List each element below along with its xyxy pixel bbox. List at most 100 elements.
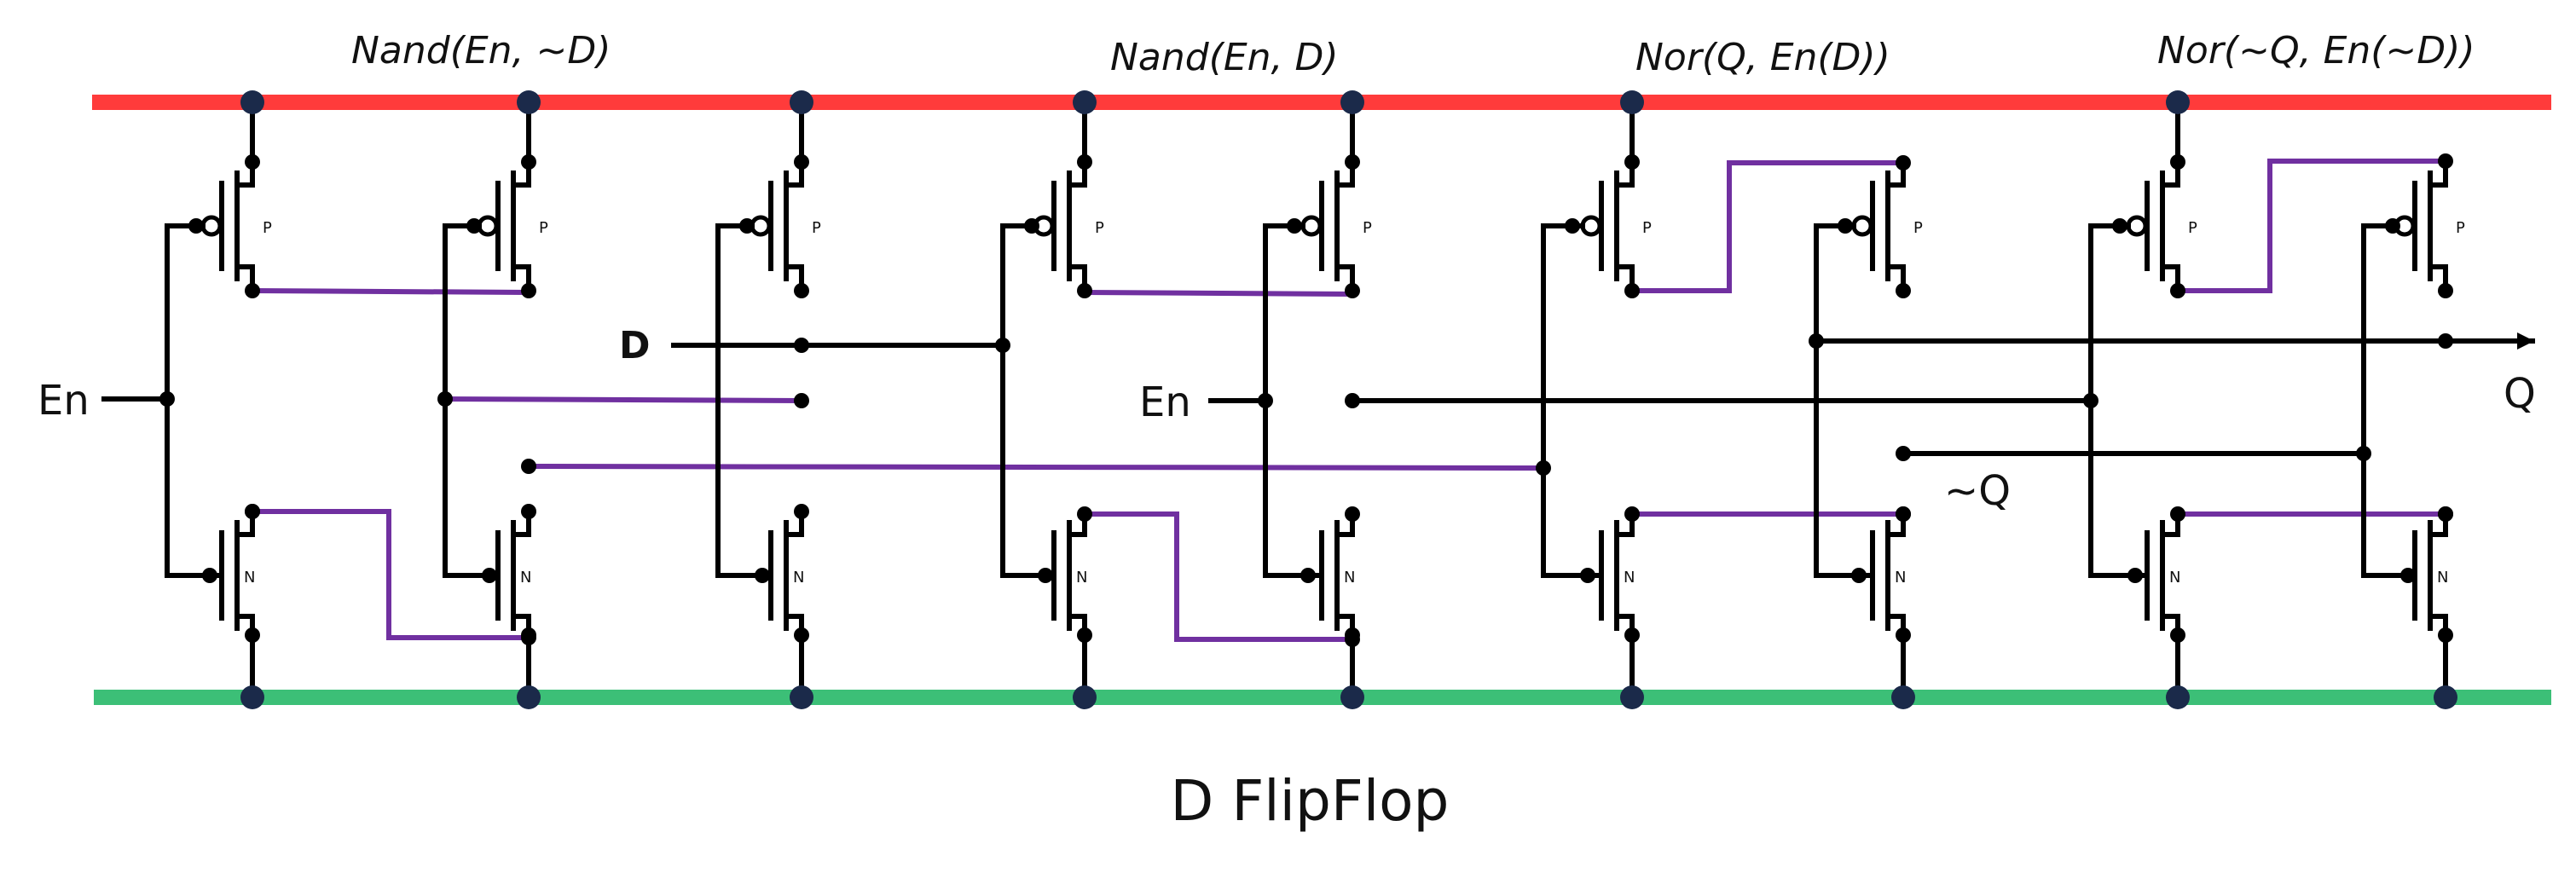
nmos-type-label: N: [793, 569, 804, 587]
gate-dot: [1565, 218, 1580, 234]
gate-dot: [466, 218, 482, 234]
drain-dot: [521, 154, 536, 170]
drain-dot: [1077, 506, 1092, 522]
pmos-type-label: P: [1363, 219, 1372, 237]
source-dot: [1624, 283, 1640, 298]
vdd-node: [1340, 90, 1364, 114]
nmos-type-label: N: [1624, 569, 1635, 587]
junction-dot: [794, 338, 809, 353]
junction-dot: [521, 459, 536, 474]
signal-label-q-bar: ~Q: [1944, 467, 2011, 515]
gnd-node: [1340, 685, 1364, 709]
vdd-node: [1620, 90, 1644, 114]
nmos-transistor: N: [2127, 506, 2185, 700]
drain-dot: [794, 504, 809, 519]
gate-dot: [755, 568, 770, 583]
connection-nodes: [159, 90, 2457, 709]
junction-dot: [995, 338, 1010, 353]
source-dot: [1624, 627, 1640, 643]
vdd-node: [790, 90, 813, 114]
pmos-type-label: P: [2456, 219, 2465, 237]
nmos-type-label: N: [244, 569, 255, 587]
gnd-node: [2166, 685, 2190, 709]
junction-dot: [1345, 393, 1360, 408]
gnd-node: [1891, 685, 1915, 709]
gnd-node: [1073, 685, 1097, 709]
junction-dot: [159, 391, 175, 407]
junction-dot: [1536, 460, 1551, 476]
source-dot: [2438, 283, 2453, 298]
drain-dot: [794, 154, 809, 170]
junction-dot: [1896, 506, 1911, 522]
junction-dot: [1258, 393, 1273, 408]
junction-dot: [1896, 446, 1911, 461]
junction-dot: [521, 630, 536, 645]
drain-dot: [2170, 154, 2185, 170]
gate-label-nand-en-d: Nand(En, D): [1110, 36, 1339, 79]
source-dot: [245, 627, 260, 643]
gate-dot: [1287, 218, 1302, 234]
source-dot: [1896, 283, 1911, 298]
gnd-node: [517, 685, 541, 709]
gate-dot: [482, 568, 497, 583]
gnd-node: [1620, 685, 1644, 709]
drain-dot: [2170, 506, 2185, 522]
drain-dot: [1345, 506, 1360, 522]
nmos-type-label: N: [1895, 569, 1906, 587]
vdd-node: [240, 90, 264, 114]
nmos-type-label: N: [1076, 569, 1087, 587]
source-dot: [245, 283, 260, 298]
pmos-type-label: P: [539, 219, 548, 237]
vdd-node: [2166, 90, 2190, 114]
drain-dot: [2438, 153, 2453, 169]
nmos-type-label: N: [1344, 569, 1355, 587]
nmos-type-label: N: [2437, 569, 2448, 587]
junction-dot: [2083, 393, 2098, 408]
vdd-node: [1073, 90, 1097, 114]
source-dot: [521, 283, 536, 298]
gate-dot: [2127, 568, 2143, 583]
signal-label-en-mid: En: [1139, 379, 1191, 426]
source-dot: [794, 627, 809, 643]
nmos-type-label: N: [520, 569, 531, 587]
pmos-transistor: P: [1024, 100, 1104, 298]
pmos-type-label: P: [1095, 219, 1104, 237]
gate-dot: [2112, 218, 2127, 234]
gnd-node: [240, 685, 264, 709]
junction-dot: [2356, 446, 2371, 461]
source-dot: [794, 283, 809, 298]
drain-dot: [1624, 154, 1640, 170]
source-dot: [2170, 627, 2185, 643]
pmos-transistor: P: [2385, 153, 2465, 298]
nmos-transistor: N: [2400, 506, 2453, 700]
junction-dot: [1345, 632, 1360, 647]
nmos-transistor: N: [482, 504, 536, 700]
source-dot: [1077, 627, 1092, 643]
signal-label-en-left: En: [38, 377, 90, 425]
drain-dot: [1896, 155, 1911, 170]
pmos-type-label: P: [1913, 219, 1923, 237]
nmos-transistor: N: [1851, 506, 1911, 700]
gate-dot: [202, 568, 217, 583]
signal-label-q: Q: [2504, 370, 2536, 418]
pmos-transistor: P: [188, 100, 272, 298]
drain-dot: [1077, 154, 1092, 170]
gate-label-nor-q: Nor(Q, En(D)): [1635, 36, 1890, 79]
gnd-node: [2434, 685, 2457, 709]
pmos-transistor: P: [1565, 100, 1652, 298]
pmos-transistor: P: [739, 100, 821, 298]
gate-label-nor-not-q: Nor(~Q, En(~D)): [2157, 29, 2475, 72]
gate-dot: [2385, 218, 2400, 234]
junction-dot: [1809, 333, 1824, 349]
gate-dot: [1300, 568, 1316, 583]
source-dot: [1345, 283, 1360, 298]
source-dot: [2438, 627, 2453, 643]
gate-dot: [1838, 218, 1853, 234]
nmos-type-label: N: [2169, 569, 2180, 587]
source-dot: [1896, 627, 1911, 643]
nmos-transistor: N: [755, 504, 809, 700]
signal-label-d: D: [619, 324, 651, 367]
diagram-title: D FlipFlop: [1171, 768, 1450, 834]
pmos-type-label: P: [263, 219, 272, 237]
